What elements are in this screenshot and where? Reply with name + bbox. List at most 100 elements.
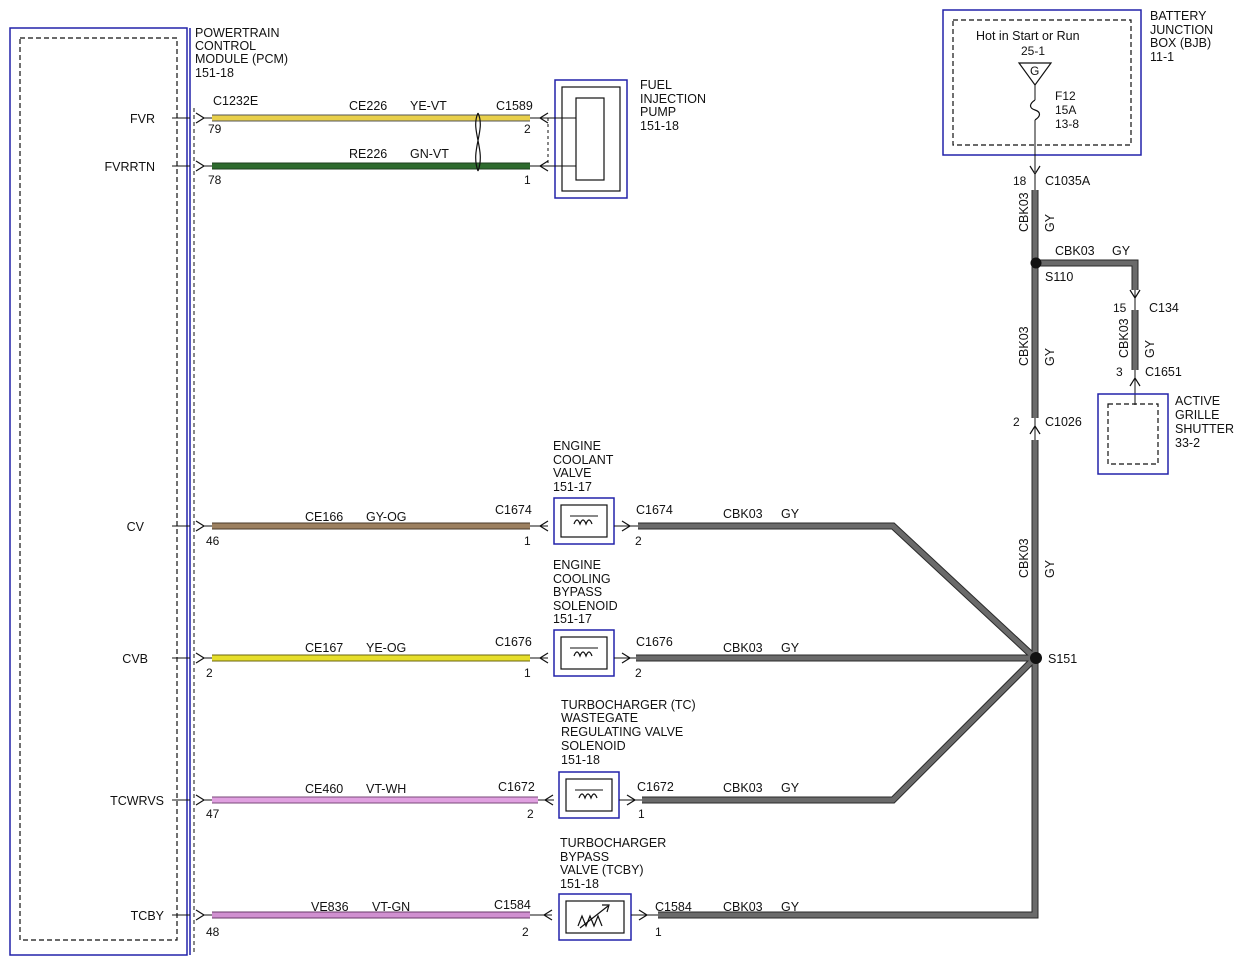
tcwrvs-color: VT-WH	[366, 782, 406, 796]
wastegate-name-1: TURBOCHARGER (TC)	[561, 698, 696, 712]
fvr-circuit: CE226	[349, 99, 387, 113]
grille-title-1: ACTIVE	[1175, 394, 1220, 408]
c1651-label: C1651	[1145, 365, 1182, 379]
grille-title-4: 33-2	[1175, 436, 1200, 450]
gnd-circuit-cv: CBK03	[723, 507, 763, 521]
pcm-pin-cvb: CVB	[122, 652, 148, 666]
power-source-icon	[1017, 62, 1053, 87]
tcwrvs-comp-pin: 2	[527, 807, 534, 821]
splice-s110-label: S110	[1045, 270, 1073, 284]
pcm-module: POWERTRAIN CONTROL MODULE (PCM) 151-18 F…	[9, 26, 288, 956]
pcm-pin-tcwrvs: TCWRVS	[110, 794, 164, 808]
fvr-color: YE-VT	[410, 99, 447, 113]
bjb-fuse-name: F12	[1055, 89, 1076, 103]
bjb-fuse-ref: 13-8	[1055, 117, 1079, 131]
bypass-solenoid-name-2: COOLING	[553, 572, 611, 586]
engine-cooling-bypass-solenoid: ENGINE COOLING BYPASS SOLENOID 151-17 C1…	[553, 558, 673, 680]
bjb-hot-ref: 25-1	[1021, 44, 1045, 58]
cvb-color: YE-OG	[366, 641, 406, 655]
tcby-valve-name-1: TURBOCHARGER	[560, 836, 666, 850]
tcwrvs-pcm-pin: 47	[206, 807, 220, 821]
pcm-title-3: MODULE (PCM)	[195, 52, 288, 66]
turbocharger-bypass-valve: TURBOCHARGER BYPASS VALVE (TCBY) 151-18 …	[558, 836, 692, 941]
bypass-solenoid-name-4: SOLENOID	[553, 599, 618, 613]
wire-fvrrtn: 78 RE226 GN-VT 1	[195, 147, 549, 187]
gnd-color-vert-2: GY	[1043, 347, 1057, 366]
gnd-circuit-vert-3: CBK03	[1017, 538, 1031, 578]
wire-fvr: C1232E 79 CE226 YE-VT C1589 2	[195, 94, 549, 136]
wastegate-name-3: REGULATING VALVE	[561, 725, 683, 739]
gnd-circuit-vert-4: CBK03	[1117, 318, 1131, 358]
bypass-solenoid-name-5: 151-17	[553, 612, 592, 626]
coil-icon	[578, 793, 598, 800]
bjb-title-3: BOX (BJB)	[1150, 36, 1211, 50]
pcm-pin-fvrrtn: FVRRTN	[105, 160, 155, 174]
tcby-color: VT-GN	[372, 900, 410, 914]
bypass-solenoid-name-1: ENGINE	[553, 558, 601, 572]
signal-wires: C1232E 79 CE226 YE-VT C1589 2 78 RE226 G…	[195, 94, 554, 939]
bjb-fuse-rating: 15A	[1055, 103, 1076, 117]
engine-coolant-valve: ENGINE COOLANT VALVE 151-17 C1674 2	[553, 439, 673, 548]
wire-tcwrvs: 47 CE460 VT-WH C1672 2	[195, 780, 554, 821]
tcby-valve-out-connector: C1584	[655, 900, 692, 914]
bypass-solenoid-name-3: BYPASS	[553, 585, 602, 599]
active-grille-shutter: C134 15 C1651 3 ACTIVE GRILLE SHUTTER 33…	[1097, 289, 1234, 475]
c1651-pin: 3	[1116, 365, 1123, 379]
wire-cvb: 2 CE167 YE-OG C1676 1	[195, 635, 549, 680]
connector-c1026: C1026 2	[1013, 415, 1082, 440]
twisted-pair-symbol	[475, 112, 481, 172]
coolant-valve-out-pin: 2	[635, 534, 642, 548]
tcby-valve-out-pin: 1	[655, 925, 662, 939]
gnd-color-tcby: GY	[781, 900, 800, 914]
c1026-label: C1026	[1045, 415, 1082, 429]
coolant-valve-name-1: ENGINE	[553, 439, 601, 453]
gnd-circuit-cvb: CBK03	[723, 641, 763, 655]
fvr-comp-connector: C1589	[496, 99, 533, 113]
pcm-inner-dashed	[19, 37, 178, 941]
wastegate-name-4: SOLENOID	[561, 739, 626, 753]
fvrrtn-pcm-pin: 78	[208, 173, 222, 187]
cv-comp-connector: C1674	[495, 503, 532, 517]
tcby-valve-name-2: BYPASS	[560, 850, 609, 864]
fuel-pump-name-3: PUMP	[640, 105, 676, 119]
c134-pin: 15	[1113, 301, 1127, 315]
tcby-pcm-pin: 48	[206, 925, 220, 939]
gnd-color-cv: GY	[781, 507, 800, 521]
gnd-circuit-vert-2: CBK03	[1017, 326, 1031, 366]
splice-s110	[1030, 257, 1042, 269]
battery-junction-box: Hot in Start or Run 25-1 G F12 15A 13-8 …	[942, 9, 1213, 190]
pcm-pin-fvr: FVR	[130, 112, 155, 126]
coil-icon	[573, 519, 593, 526]
tcby-valve-name-3: VALVE (TCBY)	[560, 863, 644, 877]
bypass-solenoid-out-connector: C1676	[636, 635, 673, 649]
bjb-out-connector: C1035A	[1045, 174, 1091, 188]
tcwrvs-comp-connector: C1672	[498, 780, 535, 794]
gnd-color-vert-1: GY	[1043, 213, 1057, 232]
fuse-icon	[1029, 99, 1041, 121]
tcwrvs-circuit: CE460	[305, 782, 343, 796]
fuel-injection-pump: FUEL INJECTION PUMP 151-18	[548, 78, 706, 199]
splice-s151-label: S151	[1048, 652, 1077, 666]
bjb-hot-label: Hot in Start or Run	[976, 29, 1080, 43]
coolant-valve-name-2: COOLANT	[553, 453, 614, 467]
gnd-color-tcwrvs: GY	[781, 781, 800, 795]
gnd-color-vert-4: GY	[1143, 339, 1157, 358]
cvb-comp-connector: C1676	[495, 635, 532, 649]
fuel-pump-name-1: FUEL	[640, 78, 672, 92]
wastegate-out-pin: 1	[638, 807, 645, 821]
splice-s151	[1030, 652, 1042, 664]
wastegate-name-5: 151-18	[561, 753, 600, 767]
cvb-comp-pin: 1	[524, 666, 531, 680]
cv-comp-pin: 1	[524, 534, 531, 548]
tcby-valve-name-4: 151-18	[560, 877, 599, 891]
grille-title-3: SHUTTER	[1175, 422, 1234, 436]
splices: S110 S151	[1030, 257, 1077, 666]
pcm-title-2: CONTROL	[195, 39, 256, 53]
bjb-title-2: JUNCTION	[1150, 23, 1213, 37]
coolant-valve-name-4: 151-17	[553, 480, 592, 494]
pcm-title-4: 151-18	[195, 66, 234, 80]
cbk03-wires	[636, 190, 1139, 919]
wire-cv: 46 CE166 GY-OG C1674 1	[195, 503, 549, 548]
pcm-pin-tcby: TCBY	[131, 909, 165, 923]
